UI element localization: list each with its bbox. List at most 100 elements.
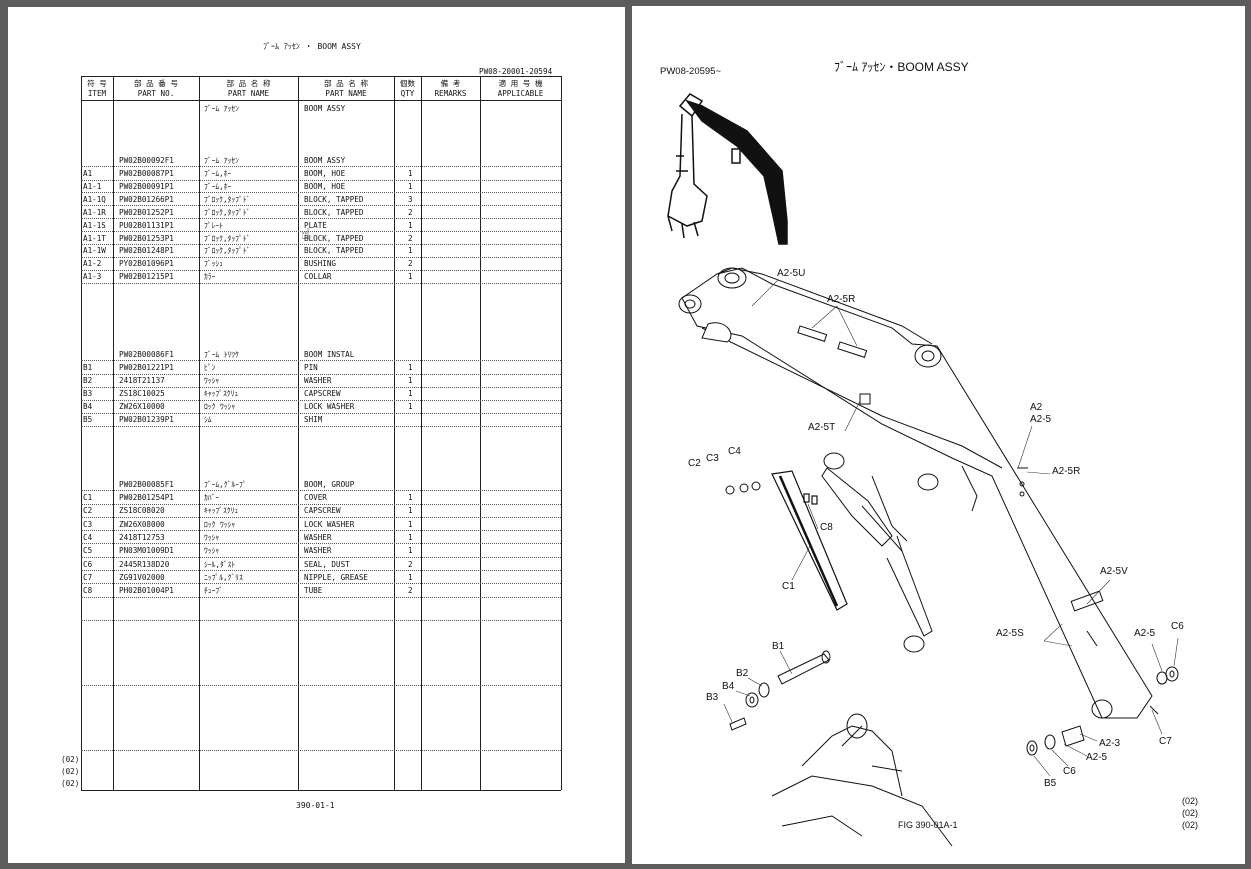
cell-item: B3: [83, 389, 93, 398]
table-rule: [81, 373, 561, 375]
cell-en: SHIM: [304, 415, 323, 424]
cell-jp: ﾌﾞｰﾑ ｱｯｾﾝ: [204, 156, 239, 165]
cell-jp: ﾌﾞﾛｯｸ,ﾀｯﾌﾟﾄﾞ: [204, 233, 251, 243]
footnote-left-2: (02): [61, 767, 80, 776]
callout-b4: B4: [722, 681, 735, 692]
cell-qty: 2: [408, 233, 413, 243]
cell-en: WASHER: [304, 532, 332, 542]
callout-b1: B1: [772, 641, 785, 652]
cell-jp: ﾜｯｼｬ: [204, 532, 220, 542]
cell-part-no: ZG91V02000: [119, 572, 165, 582]
cell-qty: 1: [408, 220, 413, 230]
table-column-rule: [394, 76, 395, 790]
table-column-rule: [421, 76, 422, 790]
cell-jp: ｼｰﾙ,ﾀﾞｽﾄ: [204, 559, 236, 569]
cell-part-no: PY02B01096P1: [119, 259, 174, 269]
table-rule: [81, 360, 561, 361]
table-rule: [81, 790, 561, 791]
parts-list-page: ﾌﾞｰﾑ ｱｯｾﾝ ・ BOOM ASSY PW08-20001-20594 3…: [8, 7, 625, 863]
cell-item: B5: [83, 415, 93, 424]
callout-a2-5s: A2-5S: [996, 628, 1024, 639]
table-rule: [81, 244, 561, 245]
table-rule: [81, 596, 561, 598]
cell-jp: ﾌﾞｯｼｭ: [204, 259, 223, 269]
footnote-right-3: (02): [1182, 820, 1199, 830]
column-header-en: PART NAME: [227, 89, 270, 98]
callout-a2-5-right: A2-5: [1134, 628, 1156, 639]
callout-a2-5v: A2-5V: [1100, 566, 1128, 577]
cell-part-no: ZW26X08000: [119, 519, 165, 529]
cover-plate: [771, 470, 848, 611]
table-rule: [81, 685, 561, 686]
cell-part-no: PW02B00092F1: [119, 156, 174, 165]
cell-jp: ｶﾗｰ: [204, 272, 216, 282]
callout-a2-5r-top: A2-5R: [827, 294, 855, 305]
cell-item: C4: [83, 532, 93, 542]
cell-en: PLATE: [304, 220, 327, 230]
cell-item: C8: [83, 586, 93, 596]
cell-jp: ﾌﾞﾛｯｸ,ﾀｯﾌﾟﾄﾞ: [204, 207, 251, 217]
cell-item: C2: [83, 506, 93, 516]
cell-part-no: PW02B01221P1: [119, 363, 174, 372]
table-rule: [81, 205, 561, 207]
cell-part-no: PW02B00086F1: [119, 350, 174, 359]
cell-en: BOOM ASSY: [304, 156, 346, 165]
cell-en: CAPSCREW: [304, 389, 341, 398]
cell-qty: 1: [408, 376, 413, 385]
column-header-en: PART NAME: [325, 89, 367, 98]
cell-en: BLOCK, TAPPED: [304, 233, 364, 243]
cell-item: A1-1T: [83, 233, 106, 243]
table-rule: [81, 282, 561, 284]
cell-jp: ﾜｯｼｬ: [204, 376, 220, 385]
cell-en: SEAL, DUST: [304, 559, 350, 569]
table-column-rule: [81, 76, 82, 790]
table-rule: [81, 256, 561, 258]
cell-en: LOCK WASHER: [304, 402, 355, 411]
cell-jp: ﾌﾞｰﾑ,ﾎｰ: [204, 169, 232, 178]
callout-a2: A2: [1030, 402, 1043, 413]
hand-cursor-icon: ☝: [301, 225, 311, 243]
table-rule: [81, 218, 561, 220]
cell-part-no: PW02B00087P1: [119, 169, 174, 178]
callout-a2-5-low: A2-5: [1086, 752, 1108, 763]
cell-part-no: ZS18C08020: [119, 506, 165, 516]
table-column-rule: [113, 76, 114, 790]
cell-en: TUBE: [304, 586, 323, 596]
cell-item: A1-1R: [83, 207, 106, 217]
column-header-jp: 備 考: [440, 79, 461, 88]
footnote-right-2: (02): [1182, 808, 1199, 818]
cell-item: B1: [83, 363, 93, 372]
cell-jp: ﾌﾞｰﾑ,ﾎｰ: [204, 181, 232, 191]
cell-item: A1-2: [83, 259, 102, 269]
table-rule: [81, 620, 561, 621]
cell-part-no: PW02B00091P1: [119, 181, 174, 191]
callouts: A2-5U A2-5R A2-5T A2 A2-5 A2-5R A2-5V A2…: [688, 268, 1184, 789]
boom-body: [678, 267, 1153, 719]
serial-range: PW08-20001-20594: [479, 67, 553, 76]
cell-qty: 1: [408, 389, 413, 398]
table-rule: [81, 503, 561, 505]
callout-c1: C1: [782, 581, 795, 592]
cell-qty: 2: [408, 559, 413, 569]
cell-qty: 1: [408, 546, 413, 556]
cell-part-no: 2418T21137: [119, 376, 165, 385]
cell-qty: 1: [408, 181, 413, 191]
cell-jp: ﾆｯﾌﾟﾙ,ｸﾞﾘｽ: [204, 572, 243, 582]
cell-qty: 1: [408, 169, 413, 178]
cell-item: A1-1: [83, 181, 102, 191]
boom-exploded-diagram: A2-5U A2-5R A2-5T A2 A2-5 A2-5R A2-5V A2…: [667, 93, 1184, 847]
cell-item: A1: [83, 169, 93, 178]
table-rule: [81, 269, 561, 271]
excavator-overview-sketch: [667, 93, 788, 245]
column-header-jp: 符 号: [87, 79, 107, 88]
callout-b2: B2: [736, 668, 749, 679]
cell-part-no: PW02B01248P1: [119, 246, 174, 256]
cell-qty: 1: [408, 572, 413, 582]
cell-jp: ﾌﾞﾛｯｸ,ﾀｯﾌﾟﾄﾞ: [204, 194, 251, 204]
column-header-en: REMARKS: [434, 89, 467, 98]
callout-a2-5t: A2-5T: [808, 422, 835, 433]
callout-c3: C3: [706, 453, 719, 464]
table-rule: [81, 386, 561, 388]
cell-en: BOOM, HOE: [304, 169, 346, 178]
cell-en: BLOCK, TAPPED: [304, 246, 364, 256]
